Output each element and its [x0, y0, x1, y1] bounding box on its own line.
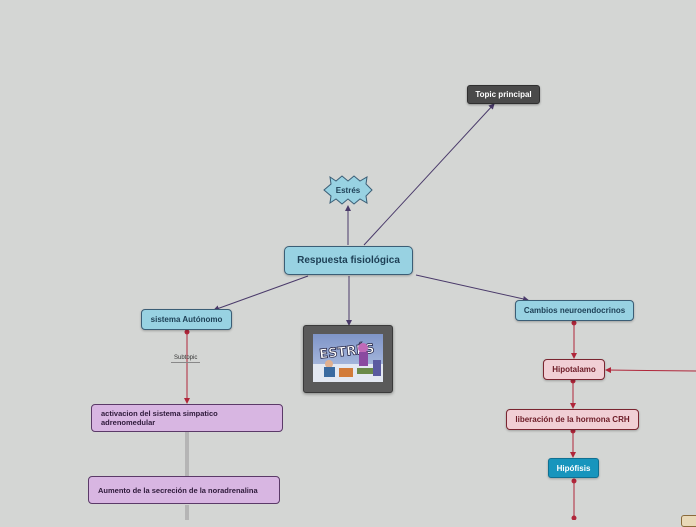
estres-node[interactable]: Estrés [335, 185, 361, 195]
connector-to-cambios [415, 274, 529, 302]
violet-branch-line-2 [185, 505, 189, 520]
topic-principal-node[interactable]: Topic principal [467, 85, 540, 104]
stress-illustration-icon: ESTRÉS [313, 334, 383, 382]
connector-to-topic [363, 103, 495, 246]
connector-to-autonomo [213, 275, 309, 312]
hipofisis-node[interactable]: Hipófisis [548, 458, 599, 478]
cambios-neuroendocrinos-node[interactable]: Cambios neuroendocrinos [515, 300, 634, 321]
hipotalamo-node[interactable]: Hipotalamo [543, 359, 605, 380]
central-node-respuesta[interactable]: Respuesta fisiológica [284, 246, 413, 275]
activacion-simpatico-node[interactable]: activacion del sistema simpatico adrenom… [91, 404, 283, 432]
violet-branch-line [185, 432, 189, 476]
offscreen-node-edge[interactable] [681, 515, 696, 527]
connector-right-to-hipotalamo [605, 367, 696, 374]
sistema-autonomo-node[interactable]: sistema Autónomo [141, 309, 232, 330]
aumento-noradrenalina-node[interactable]: Aumento de la secreción de la noradrenal… [88, 476, 280, 504]
liberacion-crh-node[interactable]: liberación de la hormona CRH [506, 409, 639, 430]
image-node[interactable]: ESTRÉS [303, 325, 393, 393]
estres-shape [323, 175, 373, 205]
subtopic-label[interactable]: Subtopic [171, 355, 201, 363]
